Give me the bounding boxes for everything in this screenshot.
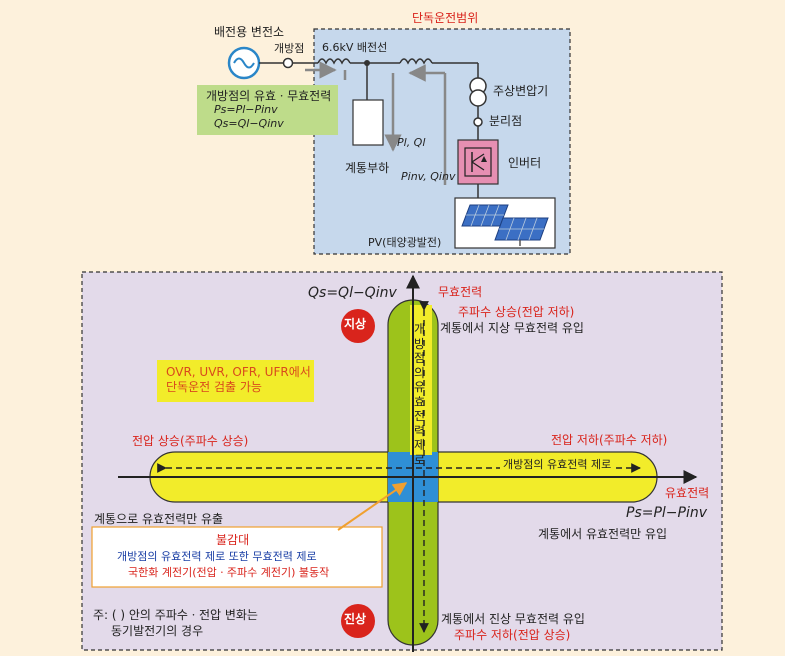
inverter-label: 인버터	[508, 156, 542, 170]
leading-badge-label: 진상	[344, 612, 367, 626]
active-power-axis-label: 유효전력	[665, 486, 710, 500]
load-icon	[352, 99, 384, 146]
dead-zone-line3: 국한화 계전기(전압ㆍ주파수 계전기) 불동작	[128, 566, 330, 579]
bottom-black-text: 계통에서 진상 무효전력 유입	[441, 612, 585, 626]
inverter-icon	[457, 139, 499, 185]
horizontal-band-text: 개방점의 유효전력 제로	[500, 458, 615, 472]
detectable-box	[157, 360, 314, 402]
breaker-label: 분리점	[489, 114, 523, 128]
vertical-band-text: 개방점의유효전력제로	[414, 322, 426, 467]
green-box-eq2: Qs=Ql−Qinv	[214, 117, 284, 130]
right-black-text: 계통에서 유효전력만 유입	[538, 527, 668, 541]
right-red-text: 전압 저하(주파수 저하)	[551, 433, 668, 447]
dead-zone-box	[91, 526, 383, 588]
upper-right-black-text: 계통에서 지상 무효전력 유입	[440, 321, 584, 335]
inverter-power-label: Pinv, Qinv	[401, 170, 456, 183]
load-label: 계통부하	[345, 161, 390, 175]
substation-label: 배전용 변전소	[214, 25, 285, 39]
detect-box-line2: 단독운전 검출 가능	[166, 380, 262, 394]
green-box-title: 개방점의 유효ㆍ무효전력	[206, 89, 332, 103]
open-point-icon	[282, 57, 294, 69]
open-point-label: 개방점	[274, 42, 305, 55]
lagging-badge-label: 지상	[344, 317, 367, 331]
breaker-icon	[473, 117, 483, 127]
dead-zone-title: 불감대	[216, 533, 250, 547]
pv-label: PV(태양광발전)	[368, 236, 442, 249]
dead-zone-line2: 개방점의 유효전력 제로 또한 무효전력 제로	[117, 550, 317, 563]
reactive-power-axis-label: 무효전력	[438, 285, 483, 299]
solar-panel-icon	[461, 204, 549, 246]
line-label: 6.6kV 배전선	[322, 41, 388, 54]
note-line1: 주: ( ) 안의 주파수ㆍ전압 변화는	[93, 608, 258, 622]
note-line2: 동기발전기의 경우	[111, 624, 204, 638]
load-power-label: Pl, Ql	[397, 136, 426, 149]
lagging-badge	[341, 309, 375, 343]
transformer-label: 주상변압기	[493, 84, 549, 98]
left-black-text: 계통으로 유효전력만 유출	[94, 512, 224, 526]
leading-badge	[341, 604, 375, 638]
active-power-equation: Ps=Pl−Pinv	[626, 505, 708, 521]
green-box-eq1: Ps=Pl−Pinv	[214, 103, 278, 116]
detect-box-line1: OVR, UVR, OFR, UFR에서	[166, 365, 311, 379]
bottom-red-text: 주파수 저하(전압 상승)	[454, 628, 571, 642]
left-red-text: 전압 상승(주파수 상승)	[132, 434, 249, 448]
open-point-power-box	[197, 85, 338, 135]
islanding-range-label: 단독운전범위	[412, 11, 479, 25]
upper-right-red-text: 주파수 상승(전압 저하)	[458, 305, 575, 319]
line-impedance-icon-2	[399, 58, 433, 65]
reactive-power-equation: Qs=Ql−Qinv	[308, 285, 397, 301]
